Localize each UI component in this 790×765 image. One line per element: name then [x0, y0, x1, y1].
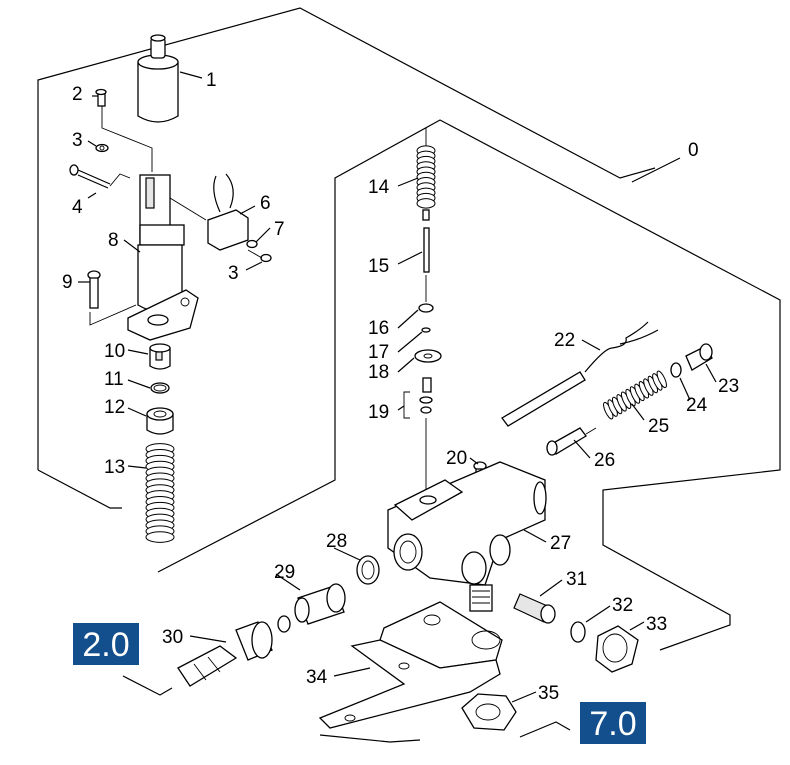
- part-34-bracket: [318, 601, 503, 729]
- callout-35: 35: [538, 683, 559, 704]
- callout-3b: 3: [228, 263, 239, 284]
- callout-2: 2: [72, 84, 83, 105]
- callout-6: 6: [260, 193, 271, 214]
- callout-19: 19: [368, 402, 389, 423]
- callout-15: 15: [368, 256, 389, 277]
- callout-30: 30: [162, 627, 183, 648]
- callout-8: 8: [108, 230, 119, 251]
- parts-28-30-hose: [177, 555, 380, 687]
- spring-coil: [416, 198, 436, 209]
- callout-32: 32: [612, 595, 633, 616]
- parts-14-19-stem: [403, 128, 442, 490]
- parts-2-3-4-fasteners: [69, 88, 153, 189]
- part-8-valve-body: [127, 174, 207, 341]
- callout-29: 29: [274, 562, 295, 583]
- callout-20: 20: [446, 448, 467, 469]
- callout-4: 4: [72, 197, 83, 218]
- parts-10-12-seals: [146, 343, 174, 435]
- callout-24: 24: [686, 395, 708, 416]
- callout-23: 23: [718, 376, 739, 397]
- part-31-strainer: [513, 593, 556, 624]
- assembly-boundary: [37, 7, 781, 743]
- callout-16: 16: [368, 318, 389, 339]
- callout-9: 9: [62, 272, 73, 293]
- callout-labels: 0 1 2 3 4 6 7 3 8 9 10 11 12 13 14 15 16…: [62, 70, 739, 704]
- badge-right-text: 7.0: [589, 705, 636, 743]
- part-35-nut: [461, 693, 517, 731]
- callout-3a: 3: [72, 130, 83, 151]
- callout-10: 10: [104, 341, 125, 362]
- spring-coil: [145, 531, 175, 543]
- part-1-cap: [137, 34, 203, 123]
- callout-26: 26: [594, 450, 615, 471]
- parts-32-33-plug: [570, 621, 639, 673]
- part-27-manifold: [387, 461, 547, 612]
- parts-22-26-sensor: [501, 321, 713, 456]
- part-13-spring: [145, 443, 175, 543]
- callout-25: 25: [648, 416, 669, 437]
- callout-11: 11: [104, 369, 124, 390]
- leader-lines: [78, 95, 717, 703]
- callout-0: 0: [688, 140, 699, 161]
- callout-22: 22: [554, 330, 575, 351]
- spring-coil: [656, 370, 667, 389]
- badge-left-text: 2.0: [82, 626, 129, 664]
- callout-12: 12: [104, 397, 125, 418]
- callout-27: 27: [550, 533, 571, 554]
- callout-28: 28: [326, 531, 347, 552]
- callout-34: 34: [306, 667, 328, 688]
- callout-14: 14: [368, 177, 390, 198]
- callout-7: 7: [274, 219, 285, 240]
- part-9-screw: [87, 270, 137, 326]
- callout-17: 17: [368, 342, 389, 363]
- badge-left: 2.0: [73, 623, 139, 665]
- callout-33: 33: [646, 614, 667, 635]
- callout-18: 18: [368, 362, 389, 383]
- badge-right: 7.0: [580, 702, 646, 744]
- callout-31: 31: [566, 569, 587, 590]
- callout-13: 13: [104, 457, 125, 478]
- callout-1: 1: [206, 70, 217, 91]
- part-6-switch: [207, 173, 272, 263]
